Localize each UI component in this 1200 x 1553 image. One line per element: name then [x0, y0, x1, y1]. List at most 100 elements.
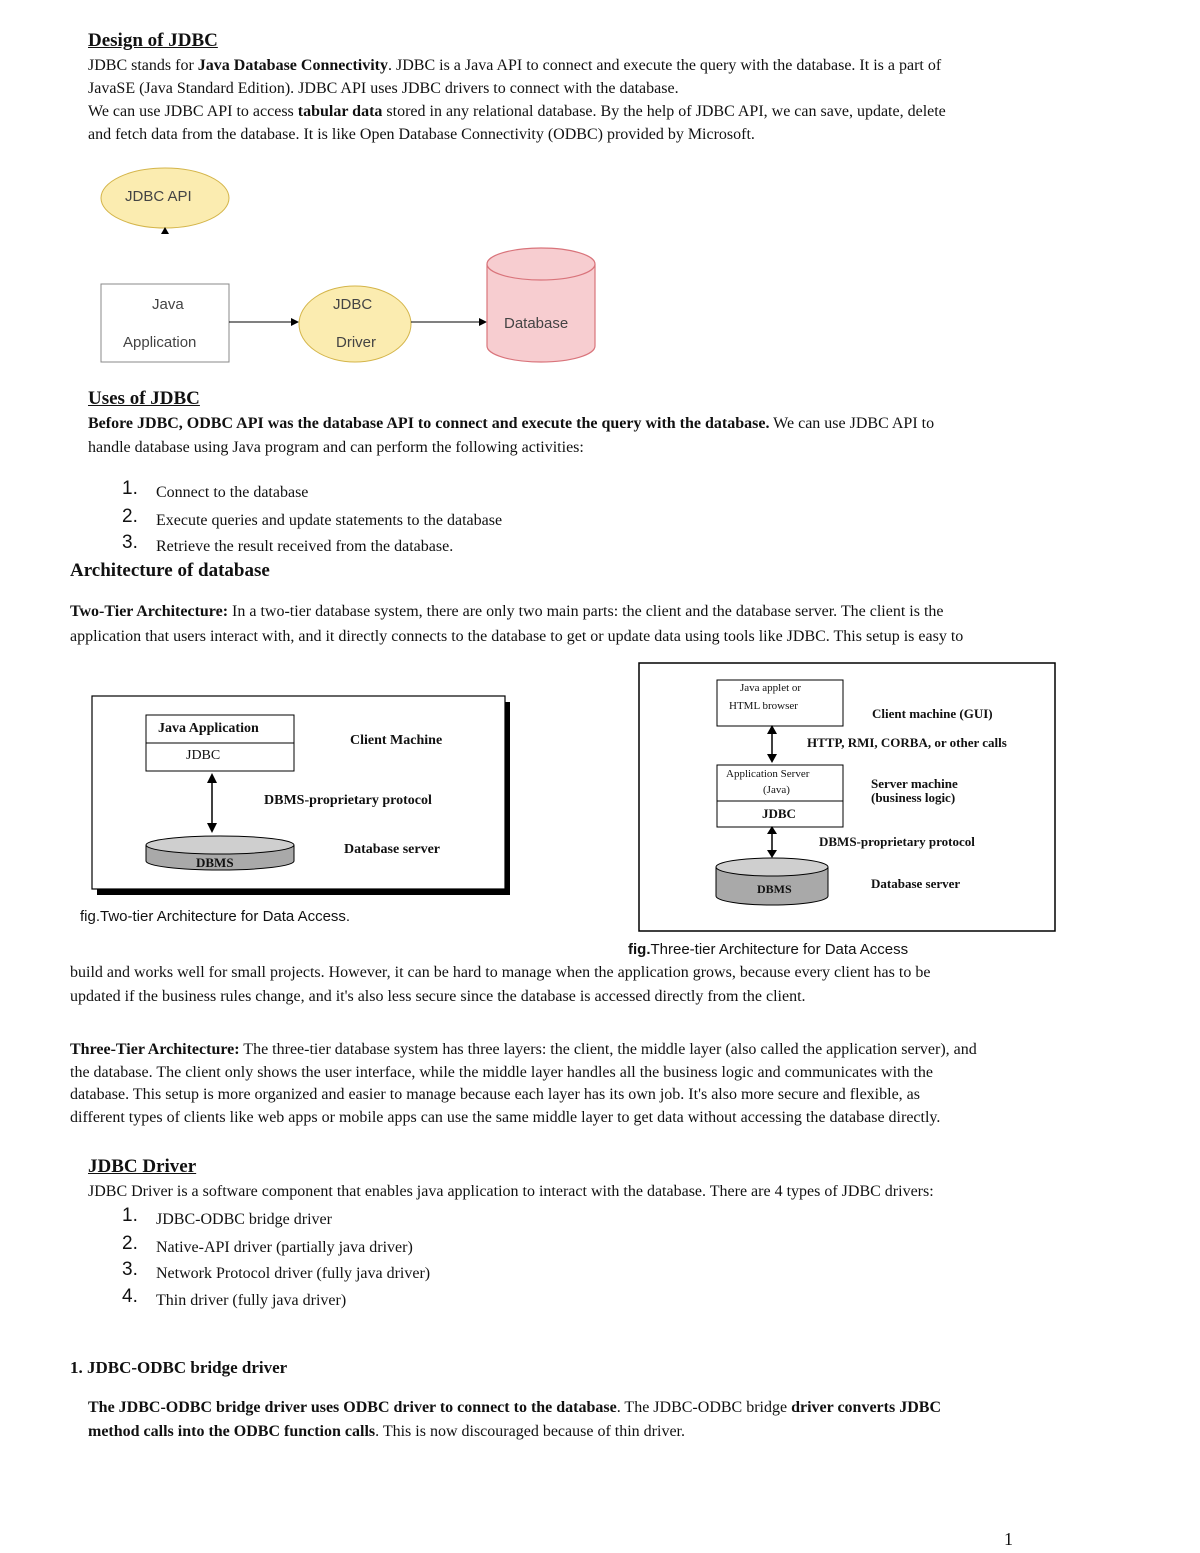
bold-span: Three-Tier Architecture:: [70, 1041, 240, 1058]
jdbc-label: JDBC: [762, 806, 796, 821]
list-item: Execute queries and update statements to…: [156, 512, 503, 529]
three-tier-figure-svg: [638, 662, 1056, 932]
paragraph-line: application that users interact with, an…: [70, 628, 964, 645]
bold-span: fig.: [628, 941, 651, 958]
paragraph-line: The JDBC-ODBC bridge driver uses ODBC dr…: [88, 1396, 941, 1419]
paragraph-line: JDBC Driver is a software component that…: [88, 1183, 934, 1200]
down-arrowhead: [207, 823, 217, 833]
list-item: Thin driver (fully java driver): [156, 1292, 347, 1309]
bold-span: The JDBC-ODBC bridge driver uses ODBC dr…: [88, 1399, 617, 1416]
three-tier-caption: fig.Three-tier Architecture for Data Acc…: [628, 941, 908, 958]
server-machine-label-2: (business logic): [871, 790, 956, 805]
dbms-cylinder-top: [145, 835, 295, 855]
jdbc-label: JDBC: [186, 748, 221, 763]
text-span: JDBC stands for: [88, 57, 198, 74]
list-number: 3.: [122, 532, 138, 553]
jdbc-api-label: JDBC API: [125, 188, 192, 205]
calls-down-arrowhead: [767, 754, 777, 763]
java-label: Java: [152, 296, 184, 313]
paragraph-line: and fetch data from the database. It is …: [88, 126, 755, 143]
bold-span: Before JDBC, ODBC API was the database A…: [88, 415, 770, 432]
paragraph-line: We can use JDBC API to access tabular da…: [88, 100, 946, 123]
database-server-label: Database server: [871, 876, 961, 891]
server-machine-label-1: Server machine: [871, 776, 958, 791]
list-number: 1.: [122, 1205, 138, 1226]
text-span: We can use JDBC API to access: [88, 103, 298, 120]
app-server-label-2: (Java): [763, 784, 790, 796]
list-number: 2.: [122, 1233, 138, 1254]
database-label: Database: [504, 315, 569, 332]
database-cylinder-body: [486, 264, 596, 363]
driver-to-db-arrowhead: [479, 318, 487, 326]
text-span: In a two-tier database system, there are…: [228, 603, 944, 620]
dbms-cylinder-body: [715, 867, 829, 906]
up-arrowhead: [207, 773, 217, 783]
api-arrowhead: [161, 227, 169, 234]
protocol-label: DBMS-proprietary protocol: [264, 793, 432, 808]
list-item: Connect to the database: [156, 484, 309, 501]
list-number: 4.: [122, 1286, 138, 1307]
client-box: [716, 679, 844, 727]
list-number: 2.: [122, 506, 138, 527]
text-span: . This is now discouraged because of thi…: [375, 1423, 685, 1440]
two-tier-figure-svg: [91, 695, 510, 895]
text-span: . The JDBC-ODBC bridge: [616, 1399, 792, 1416]
app-server-box: [716, 764, 844, 828]
database-cylinder-top: [486, 247, 596, 281]
app-server-label-1: Application Server: [726, 768, 810, 780]
text-span: The three-tier database system has three…: [239, 1041, 977, 1058]
dbms-label: DBMS: [757, 882, 792, 896]
text-span: . JDBC is a Java API to connect and exec…: [388, 57, 942, 74]
heading-uses-of-jdbc: Uses of JDBC: [88, 388, 200, 409]
heading-architecture: Architecture of database: [70, 560, 270, 581]
bold-span: Two-Tier Architecture:: [70, 603, 229, 620]
list-number: 3.: [122, 1259, 138, 1280]
paragraph-line: build and works well for small projects.…: [70, 964, 931, 981]
client-machine-label: Client Machine: [350, 733, 443, 748]
paragraph-line: JDBC stands for Java Database Connectivi…: [88, 54, 941, 77]
three-tier-frame: [638, 662, 1056, 932]
paragraph-line: Two-Tier Architecture: In a two-tier dat…: [70, 600, 944, 623]
paragraph-line: the database. The client only shows the …: [70, 1064, 934, 1081]
protocol-down-arrowhead: [767, 850, 777, 858]
paragraph-line: method calls into the ODBC function call…: [88, 1420, 685, 1443]
two-tier-caption: fig.Two-tier Architecture for Data Acces…: [80, 908, 351, 925]
three-tier-figure: Java applet or HTML browser Client machi…: [636, 660, 1058, 936]
app-to-driver-arrowhead: [291, 318, 299, 326]
paragraph-line: handle database using Java program and c…: [88, 439, 584, 456]
calls-label: HTTP, RMI, CORBA, or other calls: [807, 735, 1007, 750]
bold-span: method calls into the ODBC function call…: [88, 1423, 376, 1440]
list-item: Network Protocol driver (fully java driv…: [156, 1265, 431, 1282]
client-machine-label: Client machine (GUI): [872, 706, 993, 721]
paragraph-line: Three-Tier Architecture: The three-tier …: [70, 1038, 977, 1061]
paragraph-line: Before JDBC, ODBC API was the database A…: [88, 412, 934, 435]
heading-jdbc-driver: JDBC Driver: [88, 1156, 197, 1177]
jdbc-driver-label-1: JDBC: [333, 296, 373, 313]
paragraph-line: database. This setup is more organized a…: [70, 1086, 920, 1103]
list-item: Native-API driver (partially java driver…: [156, 1239, 413, 1256]
list-item: JDBC-ODBC bridge driver: [156, 1211, 332, 1228]
client-label-2: HTML browser: [729, 700, 798, 712]
jdbc-diagram-svg: [100, 167, 596, 363]
paragraph-line: updated if the business rules change, an…: [70, 988, 806, 1005]
paragraph-line: different types of clients like web apps…: [70, 1109, 941, 1126]
database-server-label: Database server: [344, 842, 441, 857]
list-number: 1.: [122, 478, 138, 499]
protocol-label: DBMS-proprietary protocol: [819, 834, 975, 849]
text-span: We can use JDBC API to: [769, 415, 935, 432]
jdbc-driver-label-2: Driver: [336, 334, 376, 351]
protocol-up-arrowhead: [767, 826, 777, 834]
two-tier-figure: Java Application JDBC Client Machine DBM…: [88, 693, 518, 903]
list-item: Retrieve the result received from the da…: [156, 538, 454, 555]
calls-up-arrowhead: [767, 725, 777, 734]
bold-span: tabular data: [297, 103, 383, 120]
application-label: Application: [123, 334, 197, 351]
jdbc-diagram: JDBC API Java Application JDBC Driver Da…: [95, 160, 605, 370]
heading-jdbc-odbc-bridge: 1. JDBC-ODBC bridge driver: [70, 1358, 288, 1377]
bold-span: driver converts JDBC: [791, 1399, 941, 1416]
java-application-box: [100, 283, 230, 363]
heading-design-of-jdbc: Design of JDBC: [88, 30, 218, 51]
jdbc-driver-ellipse: [298, 285, 412, 363]
dbms-cylinder-top: [715, 857, 829, 877]
paragraph-line: JavaSE (Java Standard Edition). JDBC API…: [88, 80, 679, 97]
